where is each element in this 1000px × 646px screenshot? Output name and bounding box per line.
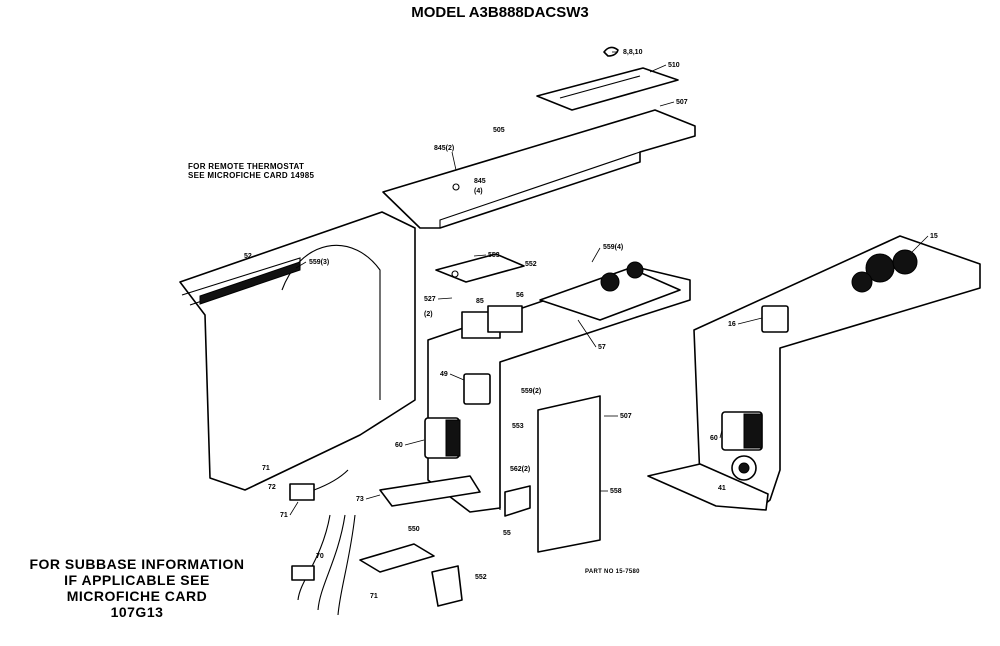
callout: 8,8,10: [623, 49, 643, 56]
callout: 60: [710, 435, 718, 442]
control-box: [427, 261, 691, 513]
callout: 52: [244, 253, 252, 260]
base-strip: [379, 475, 481, 507]
diagram-title: MODEL A3B888DACSW3: [411, 4, 589, 21]
callout: 562(2): [510, 466, 530, 473]
callout-labels: 8,8,10 510 507 505 845(2) 845 (4) 52 559…: [244, 49, 938, 600]
callout: 527: [424, 296, 436, 303]
callout: 70: [316, 553, 324, 560]
remote-thermostat-note: FOR REMOTE THERMOSTAT SEE MICROFICHE CAR…: [188, 162, 314, 180]
right-base-plate: [647, 463, 769, 511]
callout: 71: [280, 512, 288, 519]
leader-lines: [289, 51, 929, 516]
callout: 56: [516, 292, 524, 299]
callout: 510: [668, 62, 680, 69]
relay: [463, 373, 491, 405]
callout: 73: [356, 496, 364, 503]
top-cover-plate: [536, 67, 679, 111]
callout: 57: [598, 344, 606, 351]
fan-assembly: [851, 249, 918, 293]
callout: 559(2): [521, 388, 541, 395]
callout: 553: [512, 423, 524, 430]
callout: 558: [610, 488, 622, 495]
callout: 71: [262, 465, 270, 472]
lower-bracket: [359, 543, 435, 573]
wire-harness: [291, 514, 356, 616]
callout: 55: [503, 530, 511, 537]
capacitor: [424, 417, 461, 459]
callout: 559(4): [603, 244, 623, 251]
note-line: FOR SUBBASE INFORMATION: [29, 556, 245, 572]
note-line: 107G13: [110, 604, 164, 621]
top-panel: [382, 109, 696, 229]
plug-connector: [289, 469, 349, 501]
callout: 41: [718, 485, 726, 492]
lower-clip: [431, 565, 463, 607]
callout: (4): [474, 188, 483, 195]
callout: 60: [395, 442, 403, 449]
note-line: FOR REMOTE THERMOSTAT: [188, 162, 305, 171]
callout: 49: [440, 371, 448, 378]
screw-clip: [603, 46, 619, 57]
note-line: IF APPLICABLE SEE: [64, 572, 210, 589]
callout: 550: [408, 526, 420, 533]
callout: 552: [475, 574, 487, 581]
callout: 845(2): [434, 145, 454, 152]
callout: 559(3): [309, 259, 329, 266]
callout: 507: [676, 99, 688, 106]
part-number-note: PART NO 15-7580: [585, 569, 640, 575]
left-side-panel: [179, 211, 416, 491]
callout: 85: [476, 298, 484, 305]
capacitor-right: [721, 411, 763, 451]
callout: 71: [370, 593, 378, 600]
callout: 845: [474, 178, 486, 185]
front-cover-panel: [537, 395, 601, 553]
callout: 552: [525, 261, 537, 268]
callout: 507: [620, 413, 632, 420]
bracket: [504, 485, 531, 517]
callout: 15: [930, 233, 938, 240]
subbase-note: FOR SUBBASE INFORMATION IF APPLICABLE SE…: [2, 556, 272, 620]
right-chassis: [693, 235, 981, 509]
mounting-plate: [435, 253, 525, 283]
note-line: SEE MICROFICHE CARD 14985: [188, 171, 315, 181]
callout: 553: [488, 252, 500, 259]
callout: (2): [424, 311, 433, 318]
callout: 72: [268, 484, 276, 491]
motor: [731, 455, 757, 481]
callout: 16: [728, 321, 736, 328]
callout: 505: [493, 127, 505, 134]
note-line: MICROFICHE CARD: [66, 588, 208, 605]
